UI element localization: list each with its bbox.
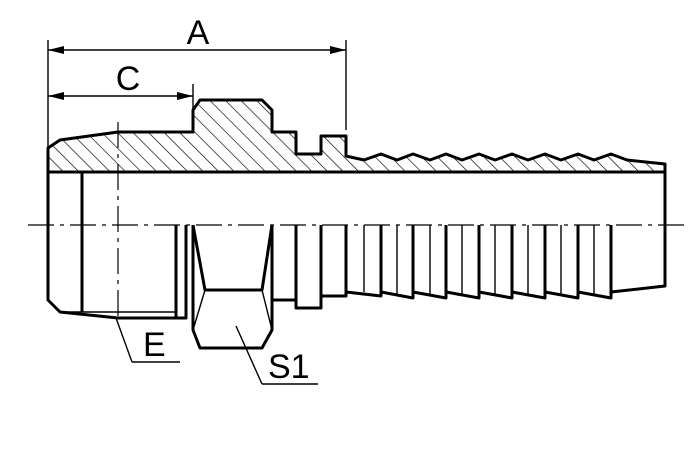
section-view: [46, 98, 667, 225]
leader-e: E: [115, 317, 180, 364]
hose-barbs: [344, 225, 667, 300]
hex-s1-label: S1: [268, 348, 310, 386]
dimension-a-label: A: [187, 14, 210, 52]
hex-nut: [174, 225, 188, 320]
exterior-view: [46, 224, 667, 350]
dimension-c: C: [48, 60, 194, 130]
dimension-a: A: [47, 14, 347, 150]
thread-end: [46, 225, 178, 320]
section-hatching: [46, 98, 667, 174]
leader-s1: S1: [235, 325, 318, 386]
dimension-c-label: C: [116, 60, 141, 98]
thread-e-label: E: [143, 326, 166, 364]
